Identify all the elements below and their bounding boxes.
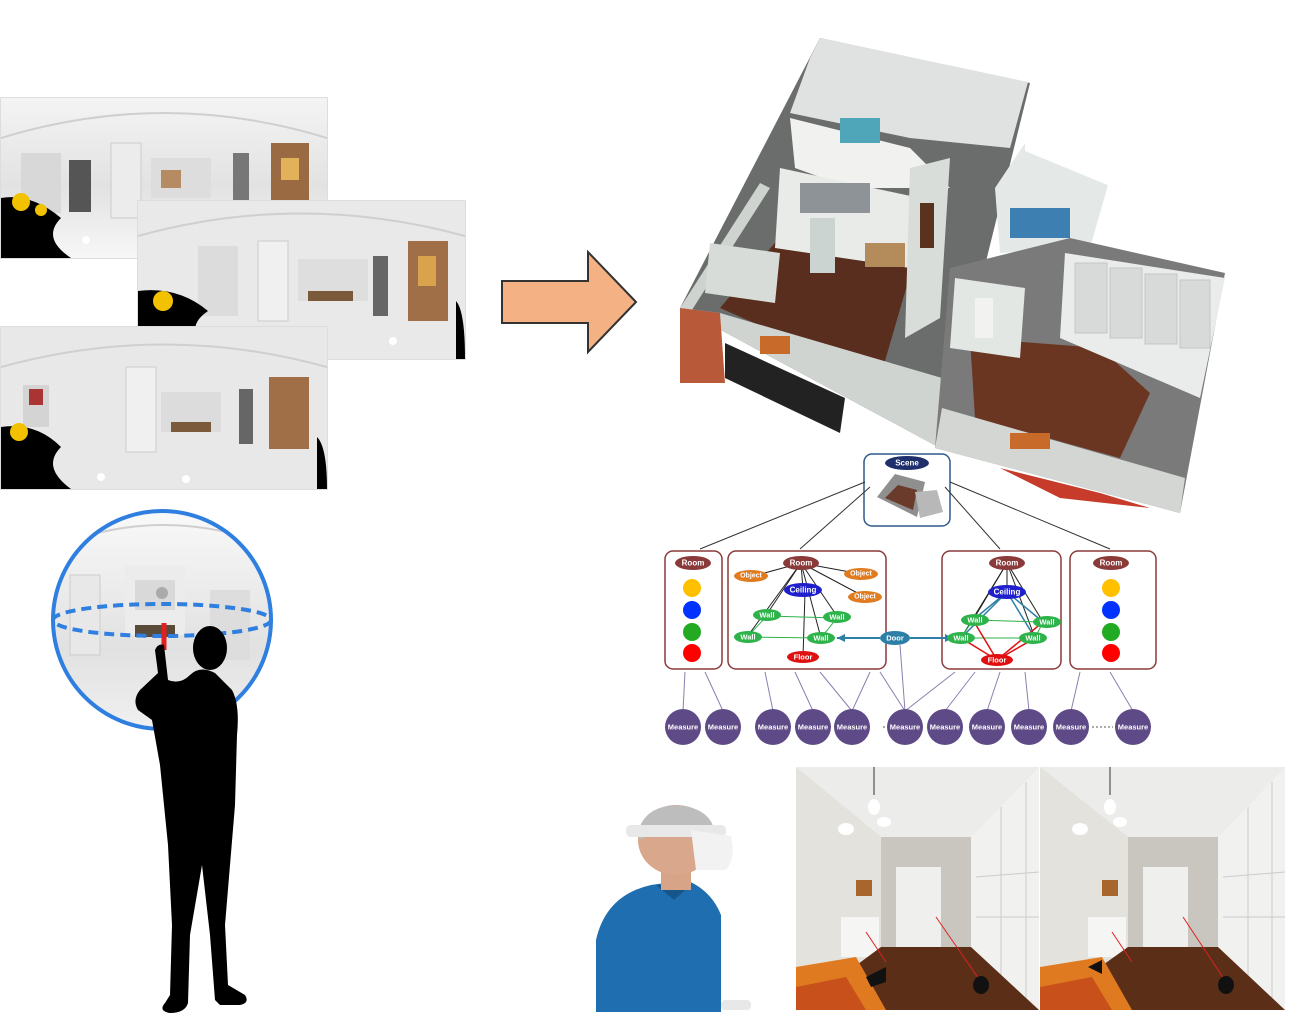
- room-node-4: [1093, 556, 1129, 570]
- scene-edges: [699, 481, 1111, 550]
- room-label-3: Room: [996, 559, 1019, 568]
- wall-node: [947, 632, 975, 644]
- measure-label: Measure: [890, 723, 920, 732]
- wall-node: [1033, 616, 1061, 628]
- floor-node: [787, 651, 819, 663]
- ceiling-label: Ceiling: [994, 588, 1021, 597]
- person-silhouette: [135, 626, 247, 1013]
- door-node: [880, 631, 910, 645]
- wall-node: [807, 632, 835, 644]
- legend-dot-yellow: [1102, 579, 1120, 597]
- wall-label: Wall: [813, 634, 828, 643]
- measure-label: Measure: [798, 723, 828, 732]
- wall-node: [734, 631, 762, 643]
- wall-label: Wall: [1039, 618, 1054, 627]
- stereo-view-left: [796, 767, 1040, 1010]
- measure-node: [705, 709, 741, 745]
- measure-node: [969, 709, 1005, 745]
- legend-dot-red: [1102, 644, 1120, 662]
- legend-dot-blue: [1102, 601, 1120, 619]
- ceiling-node: [784, 583, 822, 597]
- wall-label: Wall: [829, 613, 844, 622]
- measure-nodes: Measure Measure Measure Measure Measure Measu…: [665, 709, 1151, 745]
- measure-node: [1115, 709, 1151, 745]
- door-label: Door: [886, 634, 904, 643]
- measure-label: Measure: [1056, 723, 1086, 732]
- measure-label: Measure: [708, 723, 738, 732]
- floor-node: [981, 654, 1013, 666]
- wall-label: Wall: [953, 634, 968, 643]
- measure-node: [795, 709, 831, 745]
- object-label: Object: [854, 594, 876, 601]
- scene-label: Scene: [895, 459, 919, 468]
- 3d-floorplan-render: [680, 38, 1225, 513]
- legend-dot-green: [683, 623, 701, 641]
- wall-label: Wall: [740, 633, 755, 642]
- measure-node: [1011, 709, 1047, 745]
- measure-node: [927, 709, 963, 745]
- sphere-viewer-illustration: [51, 509, 273, 1013]
- stereo-view-right: [1040, 767, 1286, 1010]
- floor-label: Floor: [794, 653, 813, 662]
- wall-node: [823, 611, 851, 623]
- measure-label: Measure: [1118, 723, 1148, 732]
- wall-node: [1019, 632, 1047, 644]
- object-label: Object: [850, 571, 872, 578]
- measure-label: Measure: [930, 723, 960, 732]
- scene-graph-diagram: Scene Room Room Room Object Objec: [664, 453, 1157, 745]
- wall-label: Wall: [1025, 634, 1040, 643]
- wall-node: [753, 609, 781, 621]
- measure-node: [665, 709, 701, 745]
- room-node-3: [989, 556, 1025, 570]
- transform-arrow: [501, 250, 638, 355]
- measure-label: Measure: [837, 723, 867, 732]
- legend-dot-green: [1102, 623, 1120, 641]
- measure-label: Measure: [1014, 723, 1044, 732]
- legend-dot-yellow: [683, 579, 701, 597]
- ceiling-label: Ceiling: [790, 586, 817, 595]
- measure-node: [755, 709, 791, 745]
- object-label: Object: [740, 573, 762, 580]
- object-node: [844, 568, 878, 580]
- room-node-2: [783, 556, 819, 570]
- wall-label: Wall: [759, 611, 774, 620]
- panorama-image-3: [0, 326, 328, 490]
- room-label-1: Room: [682, 559, 705, 568]
- object-node: [848, 591, 882, 603]
- vr-headset: [691, 830, 733, 870]
- room-label-2: Room: [790, 559, 813, 568]
- measure-label: Measure: [972, 723, 1002, 732]
- legend-dot-red: [683, 644, 701, 662]
- vr-user-photo: [596, 805, 751, 1012]
- wall-node: [961, 614, 989, 626]
- object-node: [734, 570, 768, 582]
- legend-dot-blue: [683, 601, 701, 619]
- room-label-4: Room: [1100, 559, 1123, 568]
- floor-label: Floor: [988, 656, 1007, 665]
- ceiling-node: [988, 585, 1026, 599]
- measure-label: Measure: [668, 723, 698, 732]
- room-box-2: [727, 550, 887, 670]
- room-node-1: [675, 556, 711, 570]
- measure-label: Measure: [758, 723, 788, 732]
- measure-node: [1053, 709, 1089, 745]
- scene-node: [885, 456, 929, 470]
- measure-node: [834, 709, 870, 745]
- measure-node: [887, 709, 923, 745]
- wall-label: Wall: [967, 616, 982, 625]
